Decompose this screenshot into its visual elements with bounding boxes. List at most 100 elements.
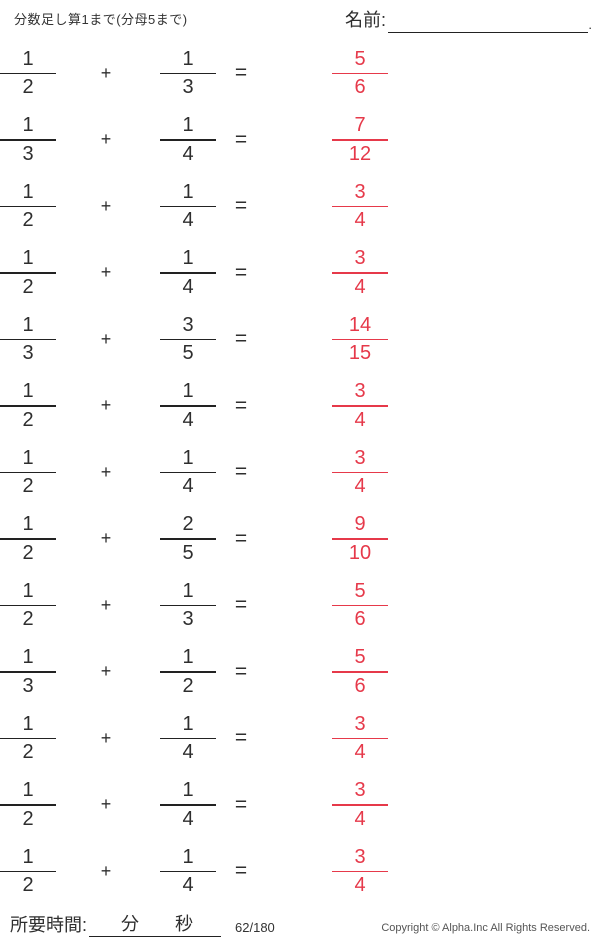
answer-fraction-bar bbox=[332, 870, 388, 872]
answer-fraction: 3 4 bbox=[332, 248, 388, 298]
answer-fraction: 3 4 bbox=[332, 381, 388, 431]
first-fraction-denominator: 2 bbox=[22, 209, 34, 231]
answer-denominator: 4 bbox=[354, 209, 366, 231]
plus-sign: + bbox=[100, 594, 112, 615]
plus-sign: + bbox=[100, 129, 112, 150]
first-fraction-numerator: 1 bbox=[22, 313, 34, 336]
problem-row: 1 3 + 3 5 = 14 15 bbox=[0, 306, 600, 373]
second-fraction-denominator: 4 bbox=[182, 408, 194, 431]
name-block: 名前: . bbox=[345, 6, 592, 33]
first-fraction: 1 2 bbox=[0, 846, 56, 897]
fraction-bar bbox=[160, 272, 216, 274]
second-fraction-denominator: 3 bbox=[182, 608, 194, 630]
problem-row: 1 2 + 1 4 = 3 4 bbox=[0, 240, 600, 307]
second-fraction-numerator: 1 bbox=[182, 180, 194, 203]
first-fraction: 1 3 bbox=[0, 115, 56, 165]
answer-denominator: 4 bbox=[354, 741, 366, 763]
fraction-bar bbox=[0, 671, 56, 673]
plus-sign: + bbox=[100, 62, 112, 83]
first-fraction-numerator: 1 bbox=[22, 47, 34, 70]
answer-numerator: 3 bbox=[354, 712, 366, 735]
equals-sign: = bbox=[234, 61, 248, 85]
first-fraction-denominator: 2 bbox=[22, 275, 34, 298]
second-fraction-denominator: 5 bbox=[182, 541, 194, 564]
first-fraction-denominator: 3 bbox=[22, 142, 34, 165]
answer-numerator: 9 bbox=[354, 513, 366, 535]
name-label: 名前: bbox=[345, 10, 387, 30]
second-fraction: 2 5 bbox=[160, 514, 216, 564]
answer-fraction: 3 4 bbox=[332, 447, 388, 498]
problem-row: 1 2 + 2 5 = 9 10 bbox=[0, 506, 600, 573]
first-fraction: 1 2 bbox=[0, 579, 56, 631]
second-fraction: 1 4 bbox=[160, 845, 216, 897]
second-fraction: 1 4 bbox=[160, 248, 216, 298]
first-fraction-numerator: 1 bbox=[22, 579, 34, 602]
answer-numerator: 3 bbox=[354, 380, 366, 402]
first-fraction-denominator: 3 bbox=[22, 674, 34, 697]
copyright-text: Copyright © Alpha.Inc All Rights Reserve… bbox=[381, 922, 590, 934]
first-fraction-numerator: 1 bbox=[22, 380, 34, 402]
fraction-bar bbox=[160, 671, 216, 673]
fraction-bar bbox=[0, 272, 56, 274]
second-fraction-numerator: 1 bbox=[182, 845, 194, 868]
answer-numerator: 3 bbox=[354, 180, 366, 203]
plus-sign: + bbox=[100, 461, 112, 482]
plus-sign: + bbox=[100, 860, 112, 881]
fraction-bar bbox=[160, 538, 216, 540]
answer-fraction-bar bbox=[332, 272, 388, 274]
first-fraction: 1 2 bbox=[0, 712, 56, 764]
answer-fraction: 3 4 bbox=[332, 180, 388, 232]
plus-sign: + bbox=[100, 328, 112, 349]
footer: 所要時間: 分 秒 62/180 Copyright © Alpha.Inc A… bbox=[0, 911, 600, 937]
second-fraction-numerator: 1 bbox=[182, 380, 194, 402]
equals-sign: = bbox=[234, 726, 248, 750]
plus-sign: + bbox=[100, 262, 112, 283]
problem-row: 1 2 + 1 3 = 5 6 bbox=[0, 40, 600, 107]
fraction-bar bbox=[0, 205, 56, 207]
second-fraction-numerator: 1 bbox=[182, 47, 194, 70]
fraction-bar bbox=[160, 870, 216, 872]
answer-denominator: 4 bbox=[354, 807, 366, 830]
first-fraction: 1 2 bbox=[0, 47, 56, 99]
second-fraction-numerator: 1 bbox=[182, 446, 194, 469]
second-fraction-numerator: 1 bbox=[182, 579, 194, 602]
answer-fraction-bar bbox=[332, 405, 388, 407]
plus-sign: + bbox=[100, 395, 112, 416]
fraction-bar bbox=[160, 338, 216, 340]
fraction-bar bbox=[160, 405, 216, 407]
second-fraction-numerator: 2 bbox=[182, 513, 194, 535]
second-fraction-denominator: 5 bbox=[182, 342, 194, 364]
plus-sign: + bbox=[100, 195, 112, 216]
answer-numerator: 5 bbox=[354, 47, 366, 70]
problem-row: 1 2 + 1 4 = 3 4 bbox=[0, 705, 600, 772]
first-fraction: 1 2 bbox=[0, 780, 56, 830]
answer-denominator: 15 bbox=[348, 342, 372, 364]
second-fraction-denominator: 2 bbox=[182, 674, 194, 697]
problem-row: 1 2 + 1 4 = 3 4 bbox=[0, 373, 600, 440]
fraction-bar bbox=[0, 338, 56, 340]
answer-numerator: 3 bbox=[354, 247, 366, 269]
fraction-bar bbox=[160, 471, 216, 473]
time-write-line: 分 秒 bbox=[89, 910, 222, 937]
equals-sign: = bbox=[234, 526, 248, 550]
equals-sign: = bbox=[234, 593, 248, 617]
answer-fraction: 5 6 bbox=[332, 47, 388, 99]
answer-numerator: 7 bbox=[354, 114, 366, 136]
answer-numerator: 5 bbox=[354, 579, 366, 602]
answer-fraction-bar bbox=[332, 205, 388, 207]
fraction-bar bbox=[0, 139, 56, 141]
fraction-bar bbox=[160, 139, 216, 141]
first-fraction-numerator: 1 bbox=[22, 712, 34, 735]
second-fraction: 1 4 bbox=[160, 115, 216, 165]
plus-sign: + bbox=[100, 661, 112, 682]
first-fraction-denominator: 2 bbox=[22, 541, 34, 564]
equals-sign: = bbox=[234, 792, 248, 816]
answer-denominator: 4 bbox=[354, 475, 366, 497]
fraction-bar bbox=[0, 405, 56, 407]
equals-sign: = bbox=[234, 327, 248, 351]
answer-numerator: 3 bbox=[354, 779, 366, 801]
first-fraction-numerator: 1 bbox=[22, 180, 34, 203]
answer-fraction: 3 4 bbox=[332, 846, 388, 897]
equals-sign: = bbox=[234, 859, 248, 883]
first-fraction-denominator: 2 bbox=[22, 874, 34, 896]
